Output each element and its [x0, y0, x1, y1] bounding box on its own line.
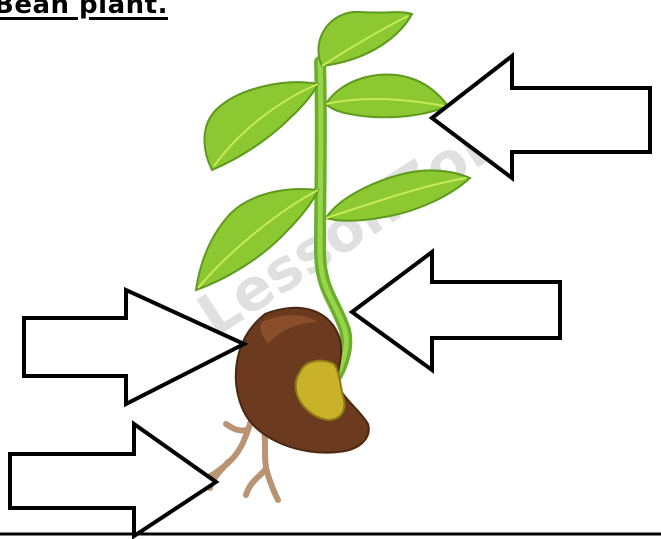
- leaf: [326, 74, 448, 117]
- arrow-stem: [352, 252, 560, 370]
- arrow-roots: [10, 424, 216, 536]
